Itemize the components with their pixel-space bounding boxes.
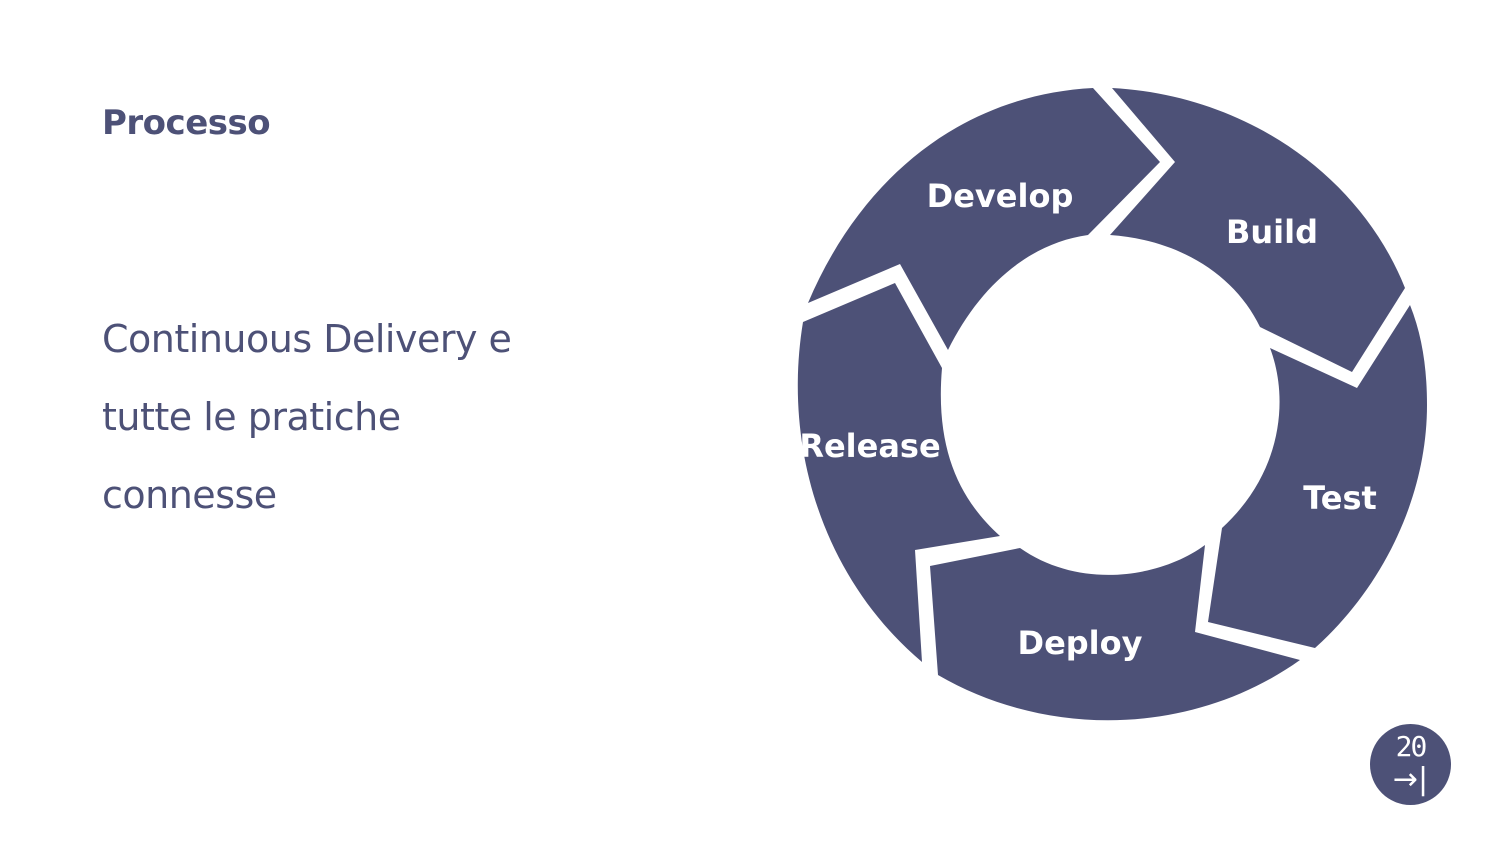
body-line-1: Continuous Delivery e bbox=[102, 317, 512, 361]
test-segment bbox=[1208, 305, 1427, 648]
build-segment bbox=[1110, 88, 1405, 372]
stage-label-test: Test bbox=[1303, 479, 1377, 517]
cycle-segments bbox=[797, 88, 1427, 721]
stage-label-build: Build bbox=[1226, 213, 1318, 251]
logo-arrow-icon: →| bbox=[1392, 762, 1429, 797]
body-line-3: connesse bbox=[102, 473, 277, 517]
deploy-segment bbox=[930, 545, 1300, 721]
develop-segment bbox=[808, 88, 1160, 350]
slide-body-text: Continuous Delivery e tutte le pratiche … bbox=[102, 300, 662, 534]
slide-title: Processo bbox=[102, 103, 271, 143]
body-line-2: tutte le pratiche bbox=[102, 395, 401, 439]
stage-label-develop: Develop bbox=[927, 177, 1074, 215]
release-segment bbox=[797, 283, 1000, 662]
brand-logo: 20 →| bbox=[1370, 724, 1451, 805]
stage-label-deploy: Deploy bbox=[1018, 624, 1143, 662]
stage-label-release: Release bbox=[799, 427, 940, 465]
logo-number: 20 bbox=[1395, 730, 1428, 763]
cycle-labels: Develop Build Test Deploy Release bbox=[799, 177, 1376, 662]
